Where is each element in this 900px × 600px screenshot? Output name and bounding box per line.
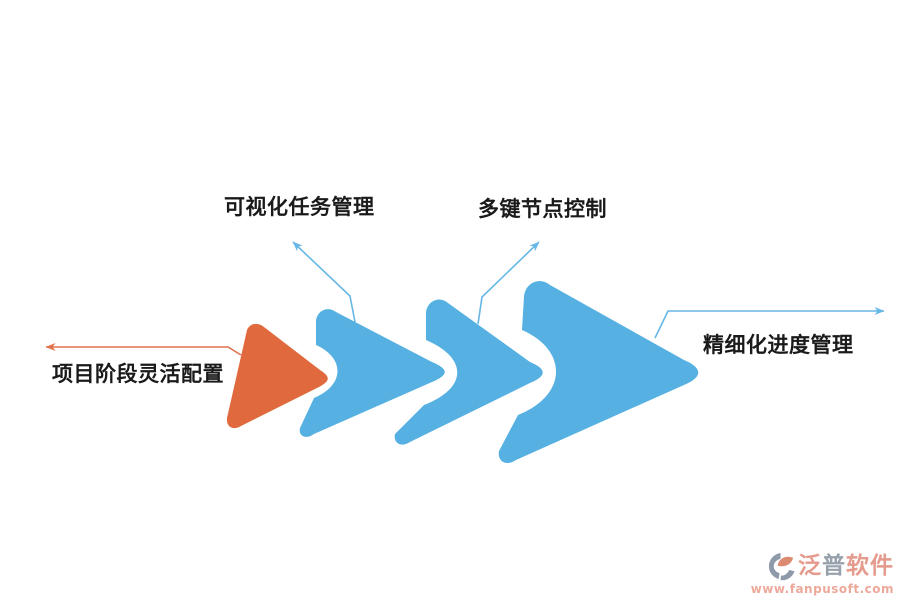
stage-2-label: 可视化任务管理: [224, 195, 375, 219]
stage-2-blue-chevron-shape: [299, 309, 445, 437]
fanpu-brand-text: 泛普软件: [798, 553, 894, 581]
stage-1-label: 项目阶段灵活配置: [52, 362, 224, 386]
fanpu-logo-orange-leaf: [777, 556, 794, 567]
stage-3-label: 多键节点控制: [478, 197, 607, 221]
stage-4-label: 精细化进度管理: [703, 333, 854, 357]
brand-chars-ruanjian: 软件: [846, 552, 894, 579]
stage-4-blue-chevron-shape: [498, 281, 699, 464]
fanpu-logo-gray-swoosh: [780, 569, 795, 581]
brand-char-pu: 普: [822, 552, 846, 579]
leader-line-stage-3: [477, 241, 540, 325]
leader-line-stage-4: [654, 307, 885, 339]
fanpu-brand-row: 泛普软件: [767, 551, 894, 582]
leader-line-stage-1: [45, 343, 242, 356]
stage-1-orange-triangle-shape: [226, 323, 328, 429]
fanpu-logo-gray-ring: [768, 552, 781, 580]
fanpu-watermark: 泛普软件 www.fanpusoft.com: [751, 551, 894, 596]
brand-char-fan: 泛: [798, 552, 822, 579]
fanpu-logo-icon: [768, 552, 795, 581]
fanpu-url-text: www.fanpusoft.com: [750, 582, 894, 596]
leader-line-stage-2: [292, 241, 356, 323]
stage-3-blue-chevron-shape: [394, 299, 543, 445]
